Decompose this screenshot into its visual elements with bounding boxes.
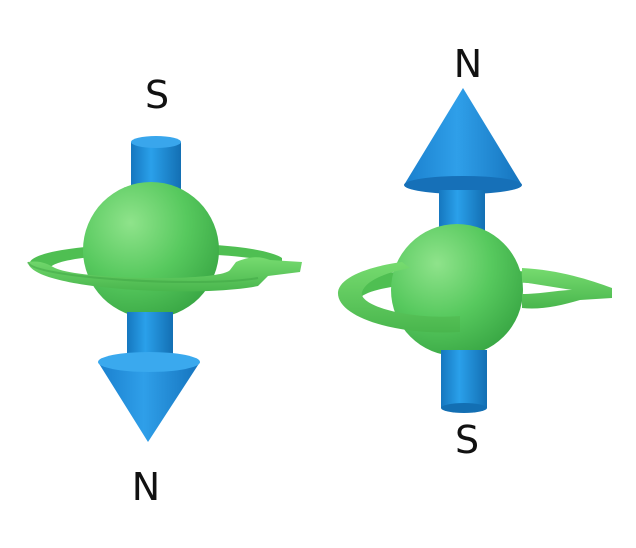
spin-down-top-label: S xyxy=(145,73,169,117)
spin-up-sphere xyxy=(391,224,523,356)
spin-up-ring xyxy=(337,262,460,333)
spin-up-bottom-label: S xyxy=(455,418,479,462)
spin-up-top-label: N xyxy=(454,42,482,86)
spin-up-arrow-cone xyxy=(404,88,522,194)
spin-down: S N xyxy=(27,73,302,509)
spin-up: N S xyxy=(337,42,612,462)
spin-down-ring xyxy=(28,257,302,292)
spin-down-sphere xyxy=(83,182,219,318)
spin-down-bottom-label: N xyxy=(132,465,160,509)
spin-down-arrow-cone xyxy=(98,352,200,442)
spin-up-ring-tail xyxy=(522,268,612,309)
spin-up-bottom-rod xyxy=(441,350,487,413)
